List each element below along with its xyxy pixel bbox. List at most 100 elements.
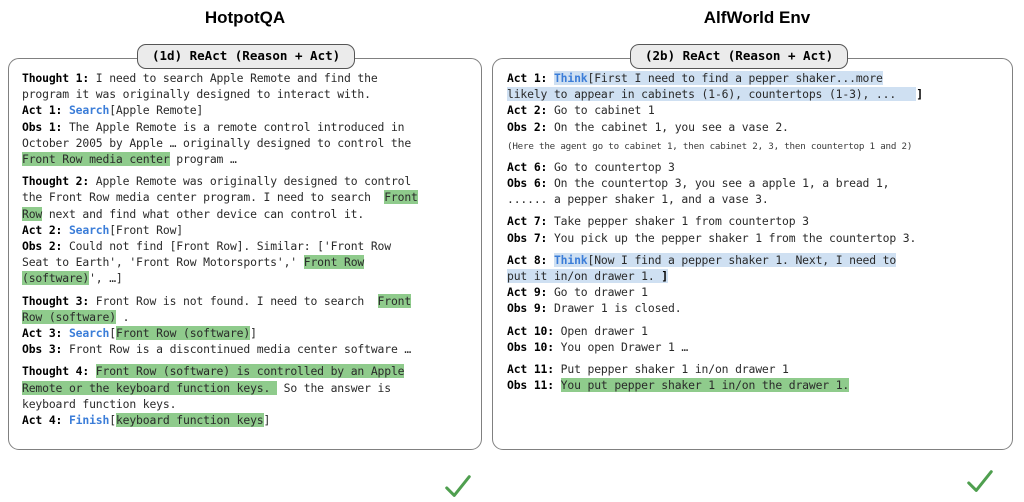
highlighted-span-green: keyboard function keys	[115, 413, 264, 428]
action-keyword: Finish	[68, 413, 110, 428]
transcript-panel-hotpotqa: Thought 1: I need to search Apple Remote…	[8, 58, 482, 497]
transcript-line-label: Thought 3	[22, 293, 83, 308]
transcript-line-label: Thought 4	[22, 364, 83, 379]
transcript-line-label: Act 3	[22, 326, 56, 341]
transcript-text: I need to search Apple Remote and find t…	[22, 71, 378, 102]
green-check-icon	[967, 470, 993, 492]
transcript-text: .	[115, 309, 130, 324]
transcript-text: program …	[169, 152, 237, 167]
transcript-text: Go to drawer 1	[553, 285, 648, 300]
transcript-line: Act 11: Put pepper shaker 1 in/on drawer…	[507, 362, 789, 376]
transcript-text: Take pepper shaker 1 from countertop 3	[553, 214, 809, 229]
transcript-line-label: Act 9	[507, 285, 541, 300]
transcript-line-separator: :	[547, 323, 561, 338]
transcript-line: Thought 3: Front Row is not found. I nee…	[22, 293, 411, 324]
transcript-line-label: Thought 2	[22, 174, 83, 189]
transcript-line-separator: :	[540, 214, 554, 229]
method-badge-hotpotqa: (1d) ReAct (Reason + Act)	[137, 44, 356, 69]
transcript-line-label: Obs 1	[22, 119, 56, 134]
transcript-line: Act 6: Go to countertop 3	[507, 160, 675, 174]
transcript-line-separator: :	[540, 159, 554, 174]
transcript-line: Obs 9: Drawer 1 is closed.	[507, 301, 682, 316]
action-keyword: Think	[553, 252, 588, 267]
transcript-line-label: Obs 2	[507, 119, 541, 134]
transcript-line-separator: :	[540, 285, 554, 300]
transcript-line: Act 1: Search[Apple Remote]	[22, 103, 203, 117]
transcript-text: Drawer 1 is closed.	[553, 301, 682, 316]
transcript-line-separator: :	[55, 119, 69, 134]
transcript-line-separator: :	[540, 252, 554, 267]
transcript-line: Obs 2: On the cabinet 1, you see a vase …	[507, 120, 789, 134]
transcript-line-separator: :	[540, 71, 554, 85]
transcript-text: ]	[250, 326, 257, 341]
transcript-text: Put pepper shaker 1 in/on drawer 1	[560, 362, 789, 377]
transcript-line: Act 1: Think[First I need to find a pepp…	[507, 71, 923, 102]
transcript-line-label: Act 2	[507, 103, 541, 118]
transcript-line: Obs 6: On the countertop 3, you see a ap…	[507, 176, 890, 207]
transcript-text: Front Row is a discontinued media center…	[68, 342, 412, 357]
transcript-text: Go to countertop 3	[553, 159, 675, 174]
transcript-line-separator: :	[82, 293, 96, 308]
transcript-line-separator: :	[55, 326, 69, 341]
transcript-line-label: Act 10	[507, 323, 548, 338]
transcript-panel-alfworld: Act 1: Think[First I need to find a pepp…	[492, 58, 1013, 492]
transcript-line-separator: :	[540, 119, 554, 134]
transcript-line: Thought 4: Front Row (software) is contr…	[22, 364, 405, 411]
method-badge-alfworld: (2b) ReAct (Reason + Act)	[630, 44, 849, 69]
transcript-text: [	[109, 413, 116, 428]
transcript-line: Act 8: Think[Now I find a pepper shaker …	[507, 252, 896, 284]
transcript-line-label: Obs 11	[507, 378, 548, 393]
highlighted-span-green: You put pepper shaker 1 in/on the drawer…	[560, 378, 850, 393]
transcript-text: Apple Remote was originally designed to …	[22, 174, 412, 205]
transcript-text: On the cabinet 1, you see a vase 2.	[553, 119, 789, 134]
transcript-line-label: Obs 10	[507, 339, 548, 354]
transcript-text: [	[109, 326, 116, 341]
highlighted-span-green: Front Row media center	[22, 152, 170, 167]
panel-column-alfworld: AlfWorld Env Act 1: Think[First I need t…	[490, 0, 1024, 492]
transcript-line: Obs 3: Front Row is a discontinued media…	[22, 342, 411, 356]
transcript-text: ]	[263, 413, 271, 428]
transcript-text: On the countertop 3, you see a apple 1, …	[507, 176, 890, 207]
transcript-line: Act 4: Finish[keyboard function keys]	[22, 413, 271, 428]
action-keyword: Search	[68, 326, 110, 341]
highlighted-span-green: Front Row (software)	[115, 326, 251, 341]
transcript-line: Act 2: Search[Front Row]	[22, 223, 183, 237]
spacer	[507, 355, 1002, 361]
transcript-line-separator: :	[55, 413, 69, 428]
transcript-text: [Front Row]	[109, 222, 184, 237]
transcript-line-label: Obs 3	[22, 342, 56, 357]
transcript-line-label: Act 6	[507, 159, 541, 174]
green-check-icon	[445, 475, 471, 497]
transcript-line-separator: :	[55, 103, 69, 118]
transcript-line-label: Act 7	[507, 214, 541, 229]
transcript-line-separator: :	[540, 301, 554, 316]
transcript-text: The Apple Remote is a remote control int…	[22, 119, 412, 150]
page-title-alfworld: AlfWorld Env	[703, 8, 811, 27]
transcript-line-label: Act 8	[507, 252, 541, 267]
transcript-text: Could not find [Front Row]. Similar: ['F…	[22, 239, 391, 270]
transcript-line: Act 10: Open drawer 1	[507, 324, 648, 338]
transcript-text: next and find what other device can cont…	[42, 206, 365, 221]
transcript-line: Act 7: Take pepper shaker 1 from counter…	[507, 214, 809, 228]
transcript-line: Thought 1: I need to search Apple Remote…	[22, 71, 378, 101]
spacer	[507, 317, 1002, 323]
transcript-line: Act 2: Go to cabinet 1	[507, 103, 655, 117]
action-keyword: Search	[68, 103, 110, 118]
transcript-line-separator: :	[55, 342, 69, 357]
transcript-line-separator: :	[547, 339, 561, 354]
transcript-line: Obs 10: You open Drawer 1 …	[507, 340, 688, 354]
panel-column-hotpotqa: HotpotQA Thought 1: I need to search App…	[0, 0, 490, 497]
action-keyword: Think	[553, 71, 588, 85]
transcript-line-separator: :	[82, 174, 96, 189]
transcript-line: Act 3: Search[Front Row (software)]	[22, 326, 257, 341]
transcript-line-label: Act 1	[507, 71, 541, 85]
transcript-text: [Apple Remote]	[109, 103, 204, 118]
transcript-line-separator: :	[82, 71, 96, 85]
transcript-line-label: Thought 1	[22, 71, 83, 85]
spacer	[22, 167, 471, 173]
spacer	[22, 357, 471, 363]
page-title-hotpotqa: HotpotQA	[204, 8, 286, 27]
transcript-line-separator: :	[547, 362, 561, 377]
transcript-line-label: Act 11	[507, 362, 548, 377]
transcript-text: So the answer is keyboard function keys.	[22, 380, 391, 411]
